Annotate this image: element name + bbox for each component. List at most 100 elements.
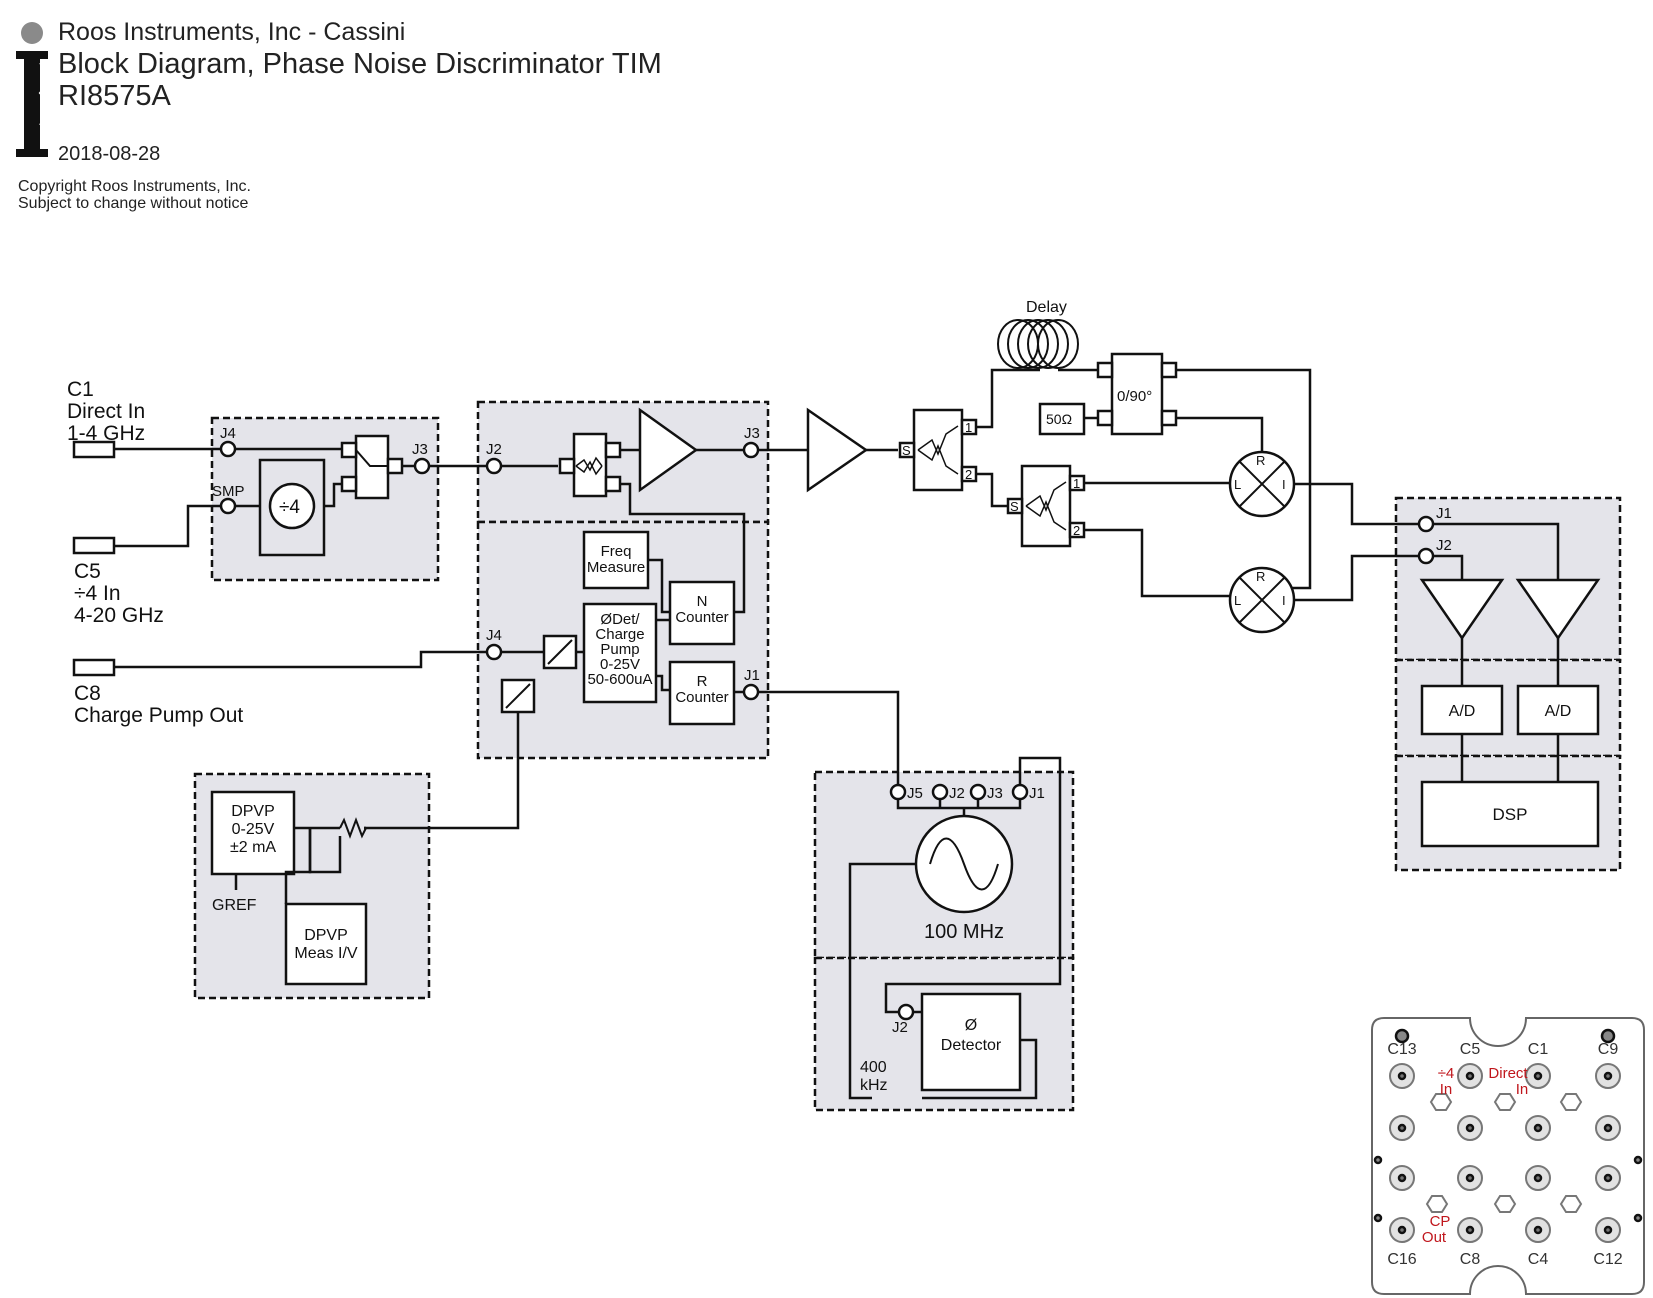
phase-det-label-5: 50-600uA <box>587 671 652 688</box>
c5-wire <box>114 504 222 548</box>
c1-label: C1 <box>67 378 94 401</box>
dpvp-source-label-2: 0-25V <box>232 821 275 838</box>
mixer-1-r-label: R <box>1256 453 1265 468</box>
panel-direct-in-label-1: Direct <box>1488 1065 1528 1082</box>
adc-2-block <box>1516 684 1600 736</box>
ref-j1-label: J1 <box>1029 785 1045 802</box>
pll-j2-label: J2 <box>486 441 502 458</box>
c8-desc: Charge Pump Out <box>74 704 243 727</box>
delay-label: Delay <box>1026 299 1067 316</box>
splitter-1-icon <box>912 408 964 492</box>
detector-j2-jack-icon <box>897 1003 915 1021</box>
panel-c13-label: C13 <box>1387 1041 1416 1058</box>
panel-divide-in-label-1: ÷4 <box>1438 1065 1455 1082</box>
mixer-2-r-label: R <box>1256 569 1265 584</box>
splitter-1-port-2-label: 2 <box>965 467 972 482</box>
receiver-j2-jack-icon <box>1417 547 1435 565</box>
prescaler-j3-jack-icon <box>413 457 431 475</box>
resistor-icon <box>339 817 367 839</box>
panel-cp-out-label-1: CP <box>1430 1213 1451 1230</box>
c5-label: C5 <box>74 560 101 583</box>
splitter-2-s-label: S <box>1010 499 1019 514</box>
prescaler-j4-label: J4 <box>220 425 236 442</box>
phase-det-label-2: Charge <box>595 626 644 643</box>
panel-c9-label: C9 <box>1598 1041 1619 1058</box>
r-counter-label-1: R <box>697 673 708 690</box>
model-number: RI8575A <box>58 80 171 112</box>
c8-wire <box>114 650 488 669</box>
panel-c1-label: C1 <box>1528 1041 1549 1058</box>
adc-2-label: A/D <box>1545 703 1572 720</box>
n-counter-label-1: N <box>697 593 708 610</box>
splitter-2-port-1-label: 1 <box>1073 476 1080 491</box>
page-title: Block Diagram, Phase Noise Discriminator… <box>58 48 662 80</box>
ref-freq-label-2: kHz <box>860 1077 888 1094</box>
panel-c4-label: C4 <box>1528 1251 1549 1268</box>
delay-coil-icon <box>997 319 1079 369</box>
ref-j3-jack-icon <box>969 783 987 801</box>
ref-j2-jack-icon <box>931 783 949 801</box>
c1-range: 1-4 GHz <box>67 422 145 445</box>
freq-measure-label-1: Freq <box>601 543 632 560</box>
mixer-1-i-label: I <box>1282 477 1286 492</box>
prescaler-smp-jack-icon <box>219 497 237 515</box>
pll-j3-jack-icon <box>742 441 760 459</box>
splitter-1-s-label: S <box>902 443 911 458</box>
mixer-2-i-label: I <box>1282 593 1286 608</box>
mixer-1-l-label: L <box>1234 477 1241 492</box>
phase-det-label-1: ØDet/ <box>600 611 640 628</box>
dpvp-source-label-1: DPVP <box>231 803 275 820</box>
splitter-2-port-2-label: 2 <box>1073 523 1080 538</box>
pll-j1-label: J1 <box>744 667 760 684</box>
pll-j3-label: J3 <box>744 425 760 442</box>
divider-icon <box>268 482 316 530</box>
copyright-notice: Copyright Roos Instruments, Inc. Subject… <box>18 178 251 212</box>
pll-j4-label: J4 <box>486 627 502 644</box>
dpvp-source-block <box>210 790 296 876</box>
gref-label: GREF <box>212 897 257 914</box>
receiver-j2-label: J2 <box>1436 537 1452 554</box>
phase-det-label-4: 0-25V <box>600 656 640 673</box>
receiver-j1-label: J1 <box>1436 505 1452 522</box>
n-counter-block <box>668 580 736 646</box>
freq-measure-block <box>582 530 650 590</box>
ref-j1-jack-icon <box>1011 783 1029 801</box>
n-counter-label-2: Counter <box>675 609 728 626</box>
dpvp-source-label-3: ±2 mA <box>230 839 276 856</box>
pll-amplifier-icon <box>638 407 699 493</box>
hybrid-coupler-icon <box>1110 352 1164 436</box>
ref-j5-jack-icon <box>889 783 907 801</box>
splitter-2-icon <box>1020 464 1072 548</box>
ref-j3-label: J3 <box>987 785 1003 802</box>
detector-label-2: Detector <box>941 1037 1002 1054</box>
receiver-amp-1-icon <box>1419 578 1505 641</box>
termination-50-ohm-icon <box>1038 402 1086 436</box>
c5-desc: ÷4 In <box>74 582 121 605</box>
ref-j5-label: J5 <box>907 785 923 802</box>
freq-measure-label-2: Measure <box>587 559 645 576</box>
panel-c5-label: C5 <box>1460 1041 1481 1058</box>
pll-j4-jack-icon <box>485 643 503 661</box>
dsp-block <box>1420 780 1600 848</box>
roos-logo-icon <box>16 22 48 157</box>
phase-detector-block <box>920 992 1022 1092</box>
mixer-2-l-label: L <box>1234 593 1241 608</box>
company-name: Roos Instruments, Inc - Cassini <box>58 18 406 46</box>
adc-1-label: A/D <box>1449 703 1476 720</box>
panel-cp-out-label-2: Out <box>1422 1229 1447 1246</box>
detector-label-1: Ø <box>965 1017 977 1034</box>
panel-c16-label: C16 <box>1387 1251 1416 1268</box>
r-counter-label-2: Counter <box>675 689 728 706</box>
prescaler-smp-label: SMP <box>212 483 245 500</box>
document-date: 2018-08-28 <box>58 143 161 165</box>
receiver-amp-2-icon <box>1515 578 1601 641</box>
dsp-label: DSP <box>1493 805 1528 824</box>
connector-panel <box>1371 1017 1645 1295</box>
dpvp-meas-block <box>284 902 368 986</box>
prescaler-j3-label: J3 <box>412 441 428 458</box>
c5-range: 4-20 GHz <box>74 604 164 627</box>
divider-label: ÷4 <box>279 497 300 518</box>
disclaimer-line: Subject to change without notice <box>18 195 249 212</box>
dpvp-meas-label-2: Meas I/V <box>294 945 357 962</box>
